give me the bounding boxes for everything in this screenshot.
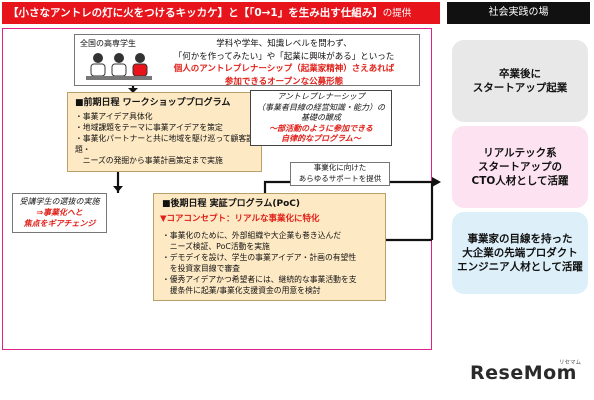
students-icon [86,53,152,80]
entrepreneurship-title: アントレプレナーシップ [277,92,365,101]
title-banner: 【小さなアントレの灯に火をつけるキッカケ】と【「0→1」を生み出す仕組み】の提供 [2,2,440,24]
outcome-line: 大企業の先端プロダクト [462,247,578,259]
applicants-line-3: 個人のアントレプレナーシップ（起業家精神）さえあれば [173,64,395,74]
poc-list: ・事業化のために、外部組織や大企業も巻き込んだ ニーズ検証、PoC活動を実施 ・… [162,230,384,296]
poc-program-box [153,193,386,301]
outcome-card-startup: 卒業後に スタートアップ起業 [452,40,588,122]
poc-item: ニーズ検証、PoC活動を実施 [162,242,270,251]
selection-text: 受講学生の選抜の実施 ⇒事業化へと 焦点をギアチェンジ [14,196,105,229]
entrepreneurship-line-3: 基礎の醸成 [301,113,341,122]
entrepreneurship-box [250,90,392,146]
applicants-line-4: 参加できるオープンな公募形態 [224,76,344,87]
workshop-item: ・事業アイデア具体化 [75,112,153,121]
workshop-item: ・地域課題をテーマに事業アイデアを策定 [75,123,223,132]
outcome-line: 事業家の目線を持った [467,233,573,245]
support-box [290,162,390,186]
entrepreneurship-line-4: ～部活動のように参加できる [269,123,373,133]
entrepreneurship-text: アントレプレナーシップ （事業者目線の経営知識・能力）の 基礎の醸成 ～部活動の… [252,92,390,145]
side-header: 社会実践の場 [447,2,590,24]
poc-item: を投資家目線で審査 [162,264,240,273]
poc-core-concept: ▼コアコンセプト：リアルな事業化に特化 [160,214,320,224]
applicants-line-2: 「何かを作ってみたい」や「起業に興味がある」といった [173,51,395,62]
outcome-line: スタートアップ起業 [472,82,568,94]
outcome-line: エンジニア人材として活躍 [457,261,583,273]
outcome-line: 卒業後に [499,68,541,80]
poc-item: ・デモデイを設け、学生の事業アイデア・計画の有望性 [162,253,357,262]
poc-item: 援条件に起業/事業化支援資金の用意を検討 [162,286,321,295]
poc-item: ・事業化のために、外部組織や大企業も巻き込んだ [162,231,342,240]
workshop-list: ・事業アイデア具体化 ・地域課題をテーマに事業アイデアを策定 ・事業化パートナー… [75,111,260,166]
selection-line-1: 受講学生の選抜の実施 [19,197,100,206]
resemom-logo: ReseMom [470,362,577,384]
applicants-line-1: 学科や学年、知識レベルを問わず、 [216,39,352,49]
outcome-line: リアルテック系 [483,147,557,159]
support-line-2: あらゆるサポートを提供 [298,173,382,183]
title-main: 【小さなアントレの灯に火をつけるキッカケ】と【「0→1」を生み出す仕組み】 [8,7,383,19]
applicants-description: 学科や学年、知識レベルを問わず、 「何かを作ってみたい」や「起業に興味がある」と… [150,38,418,88]
poc-item: ・優秀アイデアかつ希望者には、継続的な事業活動を支 [162,275,357,284]
selection-line-3: 焦点をギアチェンジ [23,219,96,228]
support-text: 事業化に向けた あらゆるサポートを提供 [292,163,388,184]
title-suffix: の提供 [382,8,412,19]
workshop-item: ニーズの発掘から事業計画策定まで実施 [75,156,223,165]
outcome-line: スタートアップの [477,161,562,173]
entrepreneurship-line-5: 自律的なプログラム～ [281,134,361,143]
logo-subtext: リセマム [559,360,582,366]
workshop-title: ■前期日程 ワークショッププログラム [75,98,231,108]
outcome-line: CTO人材として活躍 [471,175,569,187]
selection-box [12,193,107,233]
workshop-program-box [67,92,262,172]
selection-line-2: ⇒事業化へと [36,208,83,217]
poc-title: ■後期日程 実証プログラム(PoC) [162,199,300,209]
applicants-label: 全国の高専学生 [80,39,136,48]
support-line-1: 事業化に向けた [313,163,367,172]
outcome-card-engineer: 事業家の目線を持った 大企業の先端プロダクト エンジニア人材として活躍 [452,212,588,294]
workshop-item: ・事業化パートナーと共に地域を駆け巡って顧客課題・ [75,134,254,154]
entrepreneurship-line-2: （事業者目線の経営知識・能力）の [257,102,385,112]
outcome-card-cto: リアルテック系 スタートアップの CTO人材として活躍 [452,126,588,208]
